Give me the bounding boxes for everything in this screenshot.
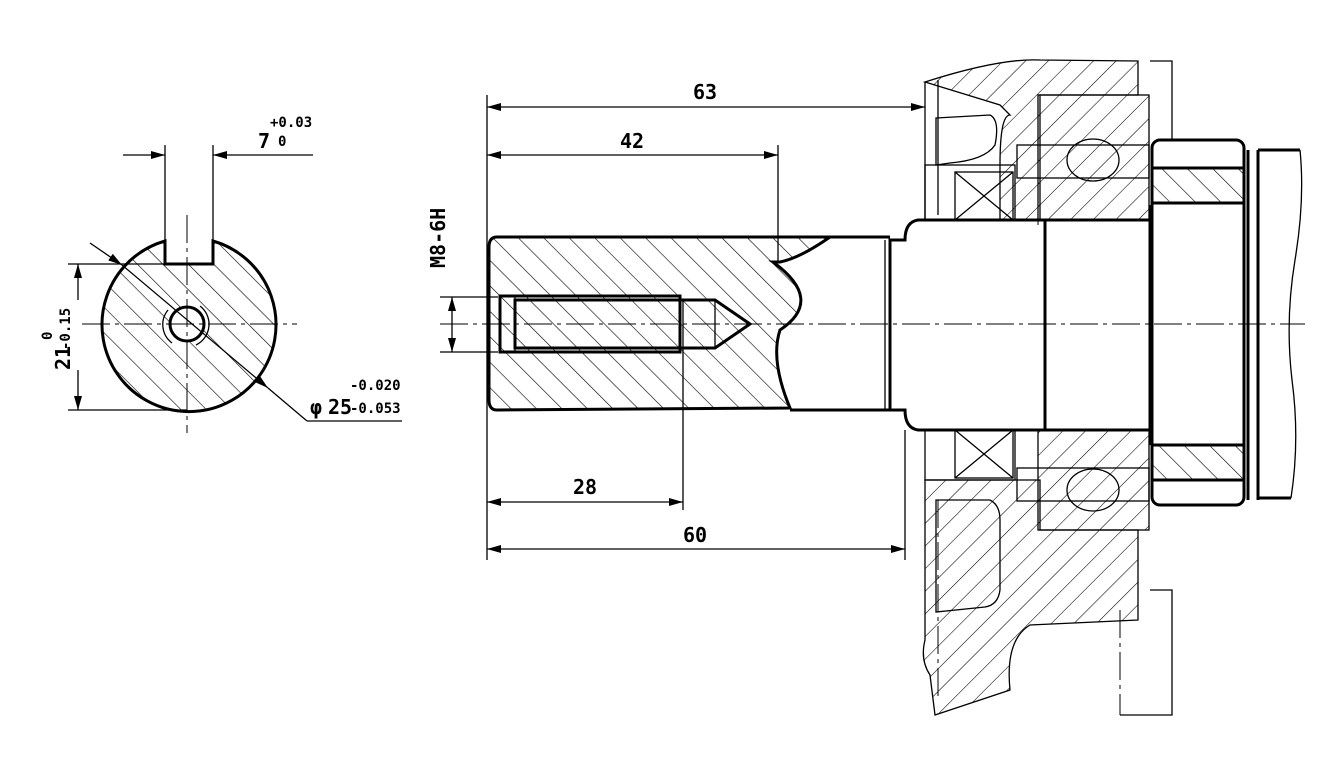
- diameter-upper: -0.020: [350, 378, 401, 394]
- keyway-width-nominal: 7: [258, 129, 270, 153]
- diameter-symbol: φ: [310, 395, 322, 419]
- diameter-nominal: 25: [328, 395, 352, 419]
- nut: [1150, 138, 1246, 507]
- diameter-lower: -0.053: [350, 401, 401, 417]
- shaft-body: [888, 205, 1152, 445]
- key-depth-nominal: 21: [51, 346, 75, 370]
- thread-spec: M8-6H: [426, 208, 450, 268]
- cross-section-view: 7 +0.03 0 21 -0.15 0 φ 25 -0.020 -0.053: [40, 115, 402, 433]
- housing-bottom: [922, 479, 1139, 716]
- side-view: 63 42 28 60 M8-6H: [426, 59, 1305, 716]
- dim-28: 28: [573, 475, 597, 499]
- keyway-width-upper: +0.03: [270, 115, 312, 131]
- dim-60: 60: [683, 523, 707, 547]
- key-depth-lower: -0.15: [58, 308, 74, 350]
- keyway-width-lower: 0: [278, 134, 286, 150]
- key-depth-upper: 0: [40, 332, 56, 340]
- dim-63: 63: [693, 80, 717, 104]
- dim-42: 42: [620, 129, 644, 153]
